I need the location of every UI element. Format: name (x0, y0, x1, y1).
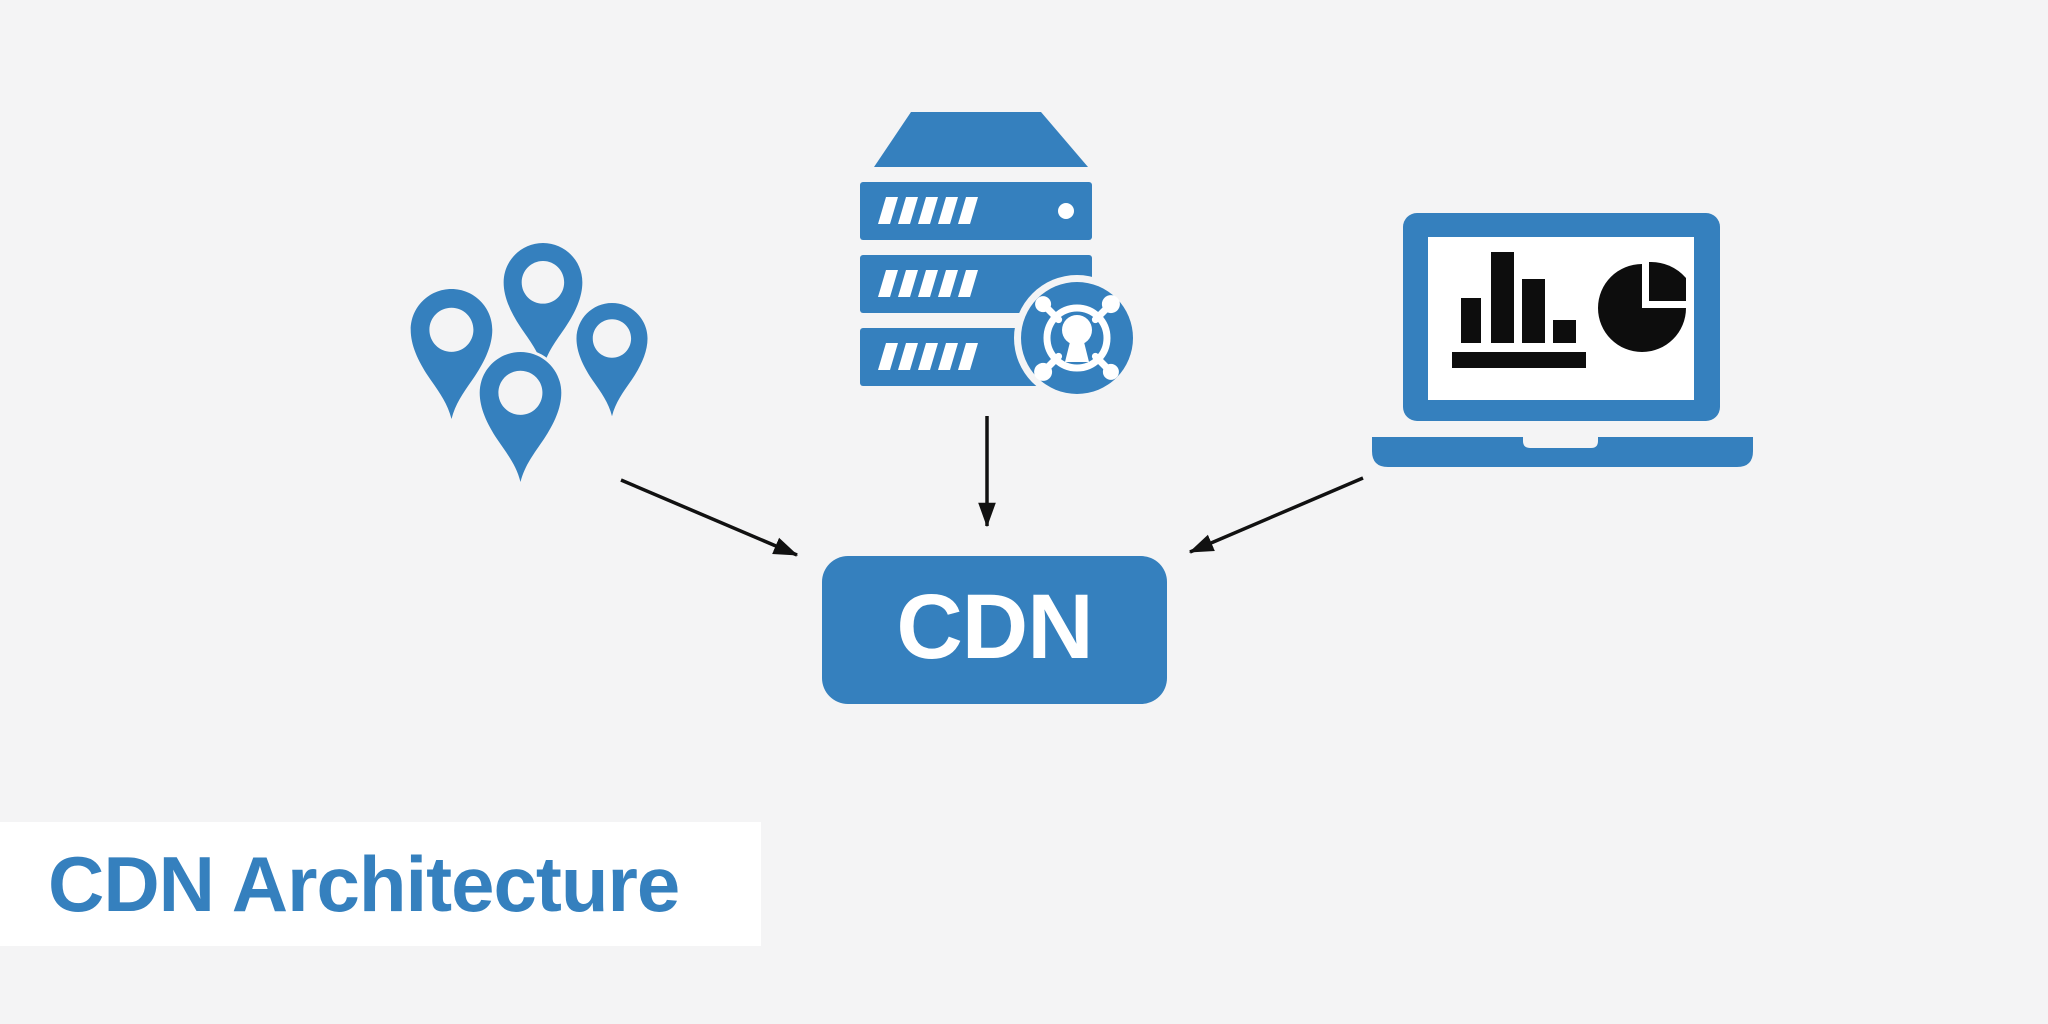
arrow-pins-to-cdn (620, 478, 799, 557)
bar-chart-icon (1452, 252, 1586, 368)
connector-arrows (620, 416, 1364, 557)
server-top (874, 112, 1088, 167)
server-unit-1 (860, 182, 1092, 240)
map-pin-bottom (480, 352, 562, 482)
diagram-title: CDN Architecture (48, 839, 680, 928)
title-band: CDN Architecture (0, 822, 761, 946)
arrow-laptop-to-cdn (1188, 476, 1364, 554)
laptop-notch (1523, 437, 1598, 448)
cdn-node: CDN (822, 556, 1167, 704)
security-badge-icon (1014, 275, 1140, 401)
laptop-base (1372, 437, 1753, 467)
map-pins-icon (410, 243, 648, 482)
map-pin-right (576, 303, 647, 416)
cdn-node-label: CDN (896, 576, 1093, 678)
server-security-icon (860, 112, 1140, 401)
laptop-analytics-icon (1372, 213, 1753, 467)
server-led (1058, 203, 1074, 219)
pie-chart-icon (1598, 261, 1686, 352)
keyhole-icon (1062, 315, 1092, 345)
